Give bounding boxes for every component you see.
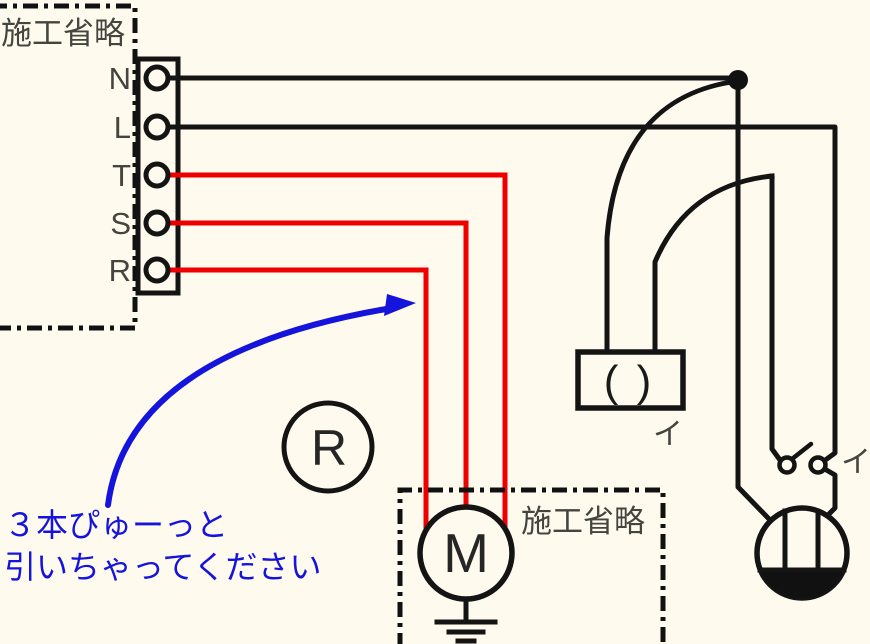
neutral-wire-to-fixture [604, 78, 741, 355]
switch-leg-wire [769, 173, 784, 464]
terminal-circle-N [143, 64, 171, 92]
motor-omitted-box-border [397, 487, 666, 644]
switch-contact-right [808, 455, 828, 475]
motor-letter: M [443, 522, 489, 584]
relay-letter: R [311, 420, 347, 476]
ceiling-fixture-symbol [575, 349, 686, 411]
terminal-label-N: N [109, 61, 131, 96]
terminal-circle-L [143, 113, 171, 141]
phase-S-wire [165, 220, 469, 511]
ceiling-fixture-label: イ [653, 418, 683, 451]
terminal-label-T: T [112, 158, 131, 193]
phase-T-wire [165, 172, 508, 534]
relay-symbol [281, 400, 375, 494]
annotation-arrow [105, 305, 395, 508]
annotation-arrowhead [384, 294, 416, 316]
junction-dot [728, 70, 748, 90]
source-omitted-box-border [0, 3, 138, 331]
neutral-wire-to-lamp [735, 77, 773, 523]
lamp-base-fill [760, 570, 844, 598]
switch-lever [789, 441, 814, 462]
phase-R-wire [165, 267, 429, 535]
switch-contact-left [777, 455, 797, 475]
terminal-label-L: L [114, 110, 131, 145]
live-wire-to-switch [165, 124, 838, 465]
annotation-text-line2: 引いちゃってください [4, 549, 321, 585]
source-omitted-label: 施工省略 [1, 16, 125, 51]
terminal-circle-T [143, 161, 171, 189]
terminal-label-R: R [109, 253, 131, 288]
terminal-circle-S [143, 209, 171, 237]
annotation-text-line1: ３本ぴゅーっと [4, 507, 228, 543]
switch-label: イ [841, 446, 870, 479]
ceiling-fixture-glyph: ( ) [604, 357, 655, 406]
terminal-label-S: S [110, 206, 131, 241]
terminal-circle-R [143, 256, 171, 284]
motor-omitted-label: 施工省略 [521, 504, 645, 539]
switch-to-fixture-wire-curve [652, 173, 775, 355]
